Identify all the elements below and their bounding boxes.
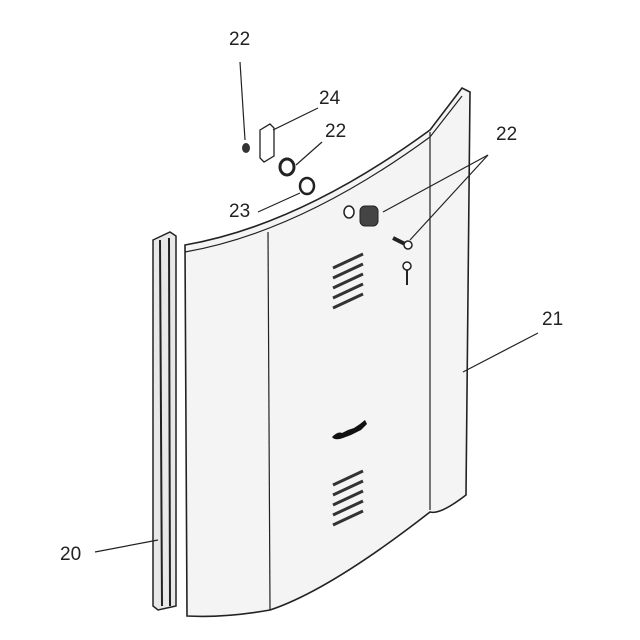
label-21: 21	[542, 309, 563, 330]
front-panel-21	[184, 86, 471, 618]
gasket-strip-20	[152, 231, 177, 611]
label-20: 20	[60, 544, 81, 565]
leader-21	[462, 332, 539, 373]
label-24: 24	[319, 88, 341, 109]
washer-23	[257, 176, 316, 213]
bracket-24	[259, 107, 319, 163]
screw-22-top	[239, 61, 250, 153]
leader-20	[94, 539, 159, 553]
label-22-mid: 22	[325, 121, 346, 142]
brand-logo	[332, 420, 367, 440]
vent-top	[332, 252, 364, 310]
lock-cylinder-22-right	[343, 154, 489, 285]
label-22-right: 22	[496, 124, 517, 145]
label-22-top: 22	[229, 29, 250, 50]
label-23: 23	[229, 201, 250, 222]
nut-22-mid	[278, 141, 323, 177]
vent-bottom	[332, 469, 364, 527]
